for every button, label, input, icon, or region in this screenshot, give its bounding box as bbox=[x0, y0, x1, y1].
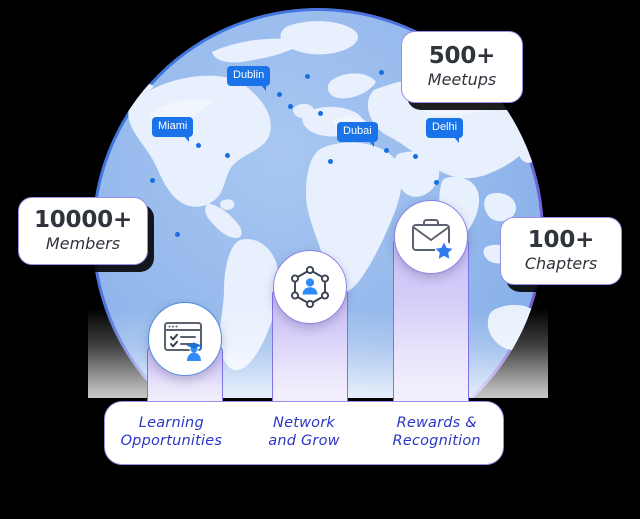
pillar-label-network-line1: Network bbox=[273, 415, 335, 432]
stat-card-meetups[interactable]: 500+ Meetups bbox=[401, 31, 523, 103]
pillar-label-learning-line2: Opportunities bbox=[120, 433, 223, 449]
city-dot bbox=[379, 70, 384, 75]
pillar-icon-learning[interactable] bbox=[148, 302, 222, 376]
pillar-label-rewards[interactable]: Rewards & Recognition bbox=[370, 415, 503, 450]
pillar-label-learning-line1: Learning bbox=[138, 415, 204, 432]
network-people-icon bbox=[290, 265, 330, 309]
stat-number-members: 10000+ bbox=[33, 207, 133, 234]
stat-card-chapters[interactable]: 100+ Chapters bbox=[500, 217, 622, 285]
city-dot bbox=[277, 92, 282, 97]
pillar-label-rewards-line2: Recognition bbox=[392, 433, 481, 449]
pillar-label-learning[interactable]: Learning Opportunities bbox=[105, 415, 238, 450]
city-dot bbox=[288, 104, 293, 109]
pillar-icon-rewards[interactable] bbox=[394, 200, 468, 274]
city-dot bbox=[225, 153, 230, 158]
online-course-checklist-icon bbox=[164, 322, 202, 361]
stat-number-meetups: 500+ bbox=[428, 43, 496, 70]
stat-label-members: Members bbox=[45, 233, 121, 253]
city-dot bbox=[150, 178, 155, 183]
stat-label-chapters: Chapters bbox=[524, 253, 598, 273]
stat-card-members[interactable]: 10000+ Members bbox=[18, 197, 148, 265]
city-tag-miami[interactable]: Miami bbox=[152, 117, 194, 142]
city-dot bbox=[434, 180, 439, 185]
city-dot bbox=[196, 143, 201, 148]
city-tag-dubai[interactable]: Dubai bbox=[337, 122, 378, 147]
stat-label-meetups: Meetups bbox=[427, 69, 497, 89]
city-dot bbox=[305, 74, 310, 79]
pillar-label-network[interactable]: Network and Grow bbox=[238, 415, 371, 450]
pillar-icon-network[interactable] bbox=[273, 250, 347, 324]
city-dot bbox=[175, 232, 180, 237]
city-dot bbox=[413, 154, 418, 159]
pillar-label-rewards-line1: Rewards & bbox=[396, 415, 477, 432]
city-tag-dublin[interactable]: Dublin bbox=[227, 66, 271, 91]
briefcase-star-icon bbox=[412, 219, 453, 260]
city-dot bbox=[384, 148, 389, 153]
city-tag-delhi[interactable]: Delhi bbox=[426, 118, 464, 143]
pillar-label-network-line2: and Grow bbox=[268, 433, 340, 449]
city-dot bbox=[318, 111, 323, 116]
city-dot bbox=[328, 159, 333, 164]
pillar-label-bar: Learning Opportunities Network and Grow … bbox=[104, 401, 504, 465]
stat-number-chapters: 100+ bbox=[527, 227, 595, 254]
